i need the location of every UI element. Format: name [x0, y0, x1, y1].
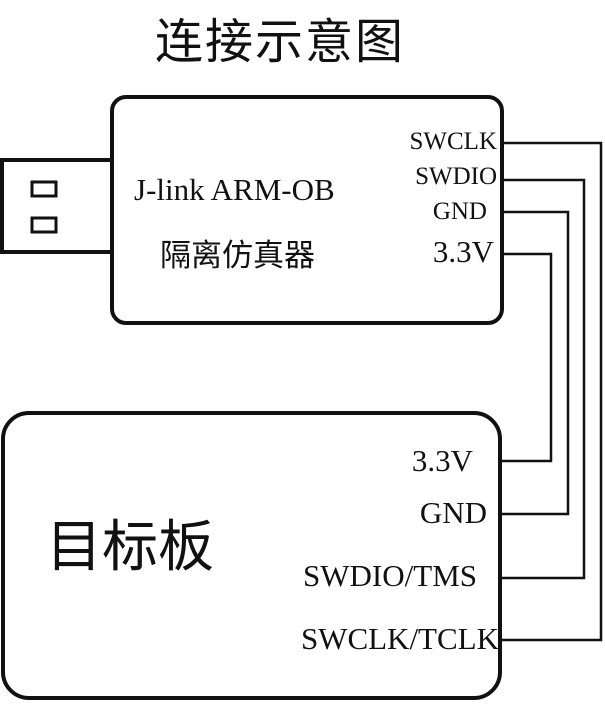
debugger-pin-gnd: GND	[432, 198, 487, 225]
debugger-pin-swdio: SWDIO	[415, 163, 497, 190]
target-pin-swdio-tms: SWDIO/TMS	[303, 558, 477, 593]
wire-3v3	[502, 252, 553, 463]
debugger-pin-swclk: SWCLK	[409, 128, 498, 155]
debugger-pin-3v3: 3.3V	[432, 234, 494, 269]
target-pin-3v3: 3.3V	[411, 443, 473, 478]
wire-swdio	[502, 178, 586, 580]
wire-swclk	[502, 141, 603, 642]
usb-plug-outline	[0, 158, 112, 254]
wire-gnd	[502, 210, 570, 516]
debugger-box	[110, 95, 504, 325]
target-pin-swclk-tclk: SWCLK/TCLK	[300, 621, 499, 656]
usb-contact-bottom	[30, 216, 58, 234]
debugger-subtitle: 隔离仿真器	[160, 238, 315, 274]
debugger-name: J-link ARM-OB	[134, 172, 335, 207]
target-board-name: 目标板	[46, 515, 214, 580]
diagram-title: 连接示意图	[154, 14, 405, 70]
target-pin-gnd: GND	[419, 495, 487, 530]
usb-contact-top	[30, 180, 58, 198]
target-board-box	[1, 411, 502, 700]
